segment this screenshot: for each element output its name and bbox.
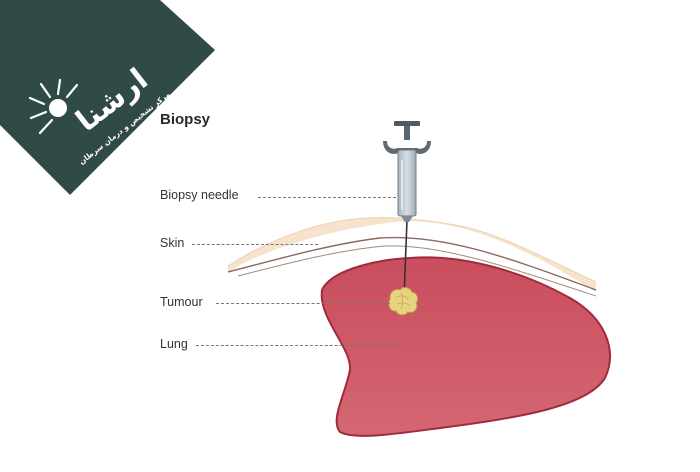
label-biopsy-needle: Biopsy needle: [160, 188, 239, 202]
leader-lung: [196, 345, 402, 346]
needle-shaft: [403, 219, 408, 299]
lung-shape: [320, 256, 611, 437]
biopsy-syringe: [383, 121, 431, 222]
leader-tumour: [216, 303, 390, 304]
pleura-line: [227, 236, 597, 291]
sunburst-icon: [28, 78, 79, 135]
label-lung: Lung: [160, 337, 188, 351]
leader-skin: [192, 244, 318, 245]
tumour-mass: [388, 287, 419, 316]
diagram-title: Biopsy: [160, 111, 211, 128]
label-skin: Skin: [160, 236, 185, 250]
label-tumour: Tumour: [160, 295, 203, 309]
leader-biopsy-needle: [258, 197, 396, 198]
logo-banner: [0, 0, 215, 195]
